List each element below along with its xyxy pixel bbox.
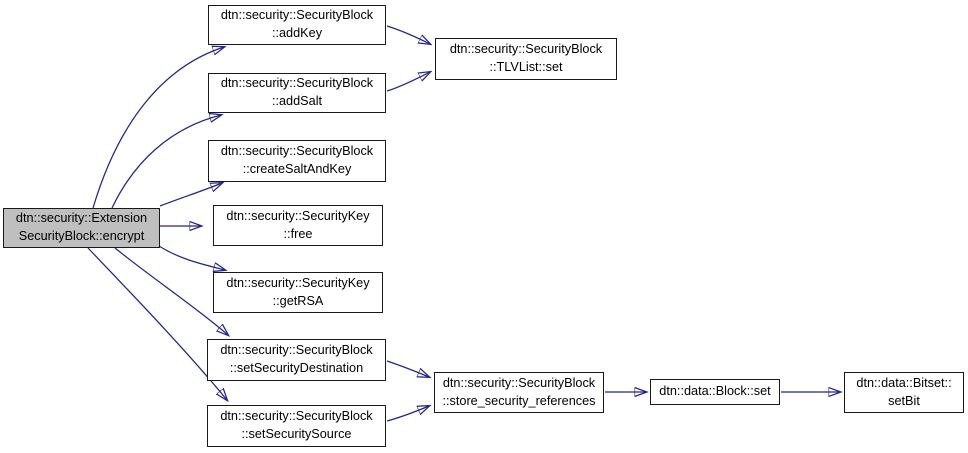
- node-extensionsecurityblock-encrypt: dtn::security::Extension SecurityBlock::…: [3, 208, 160, 248]
- edge-encrypt-addsalt: [111, 115, 221, 209]
- node-securityblock-store-security-references[interactable]: dtn::security::SecurityBlock ::store_sec…: [434, 372, 604, 413]
- edge-encrypt-createsaltandkey: [159, 183, 222, 207]
- edge-encrypt-setsecuritydestination: [114, 247, 228, 335]
- node-securityblock-setsecuritysource[interactable]: dtn::security::SecurityBlock ::setSecuri…: [207, 405, 386, 447]
- edge-setsecuritysource-store: [386, 406, 429, 422]
- node-securitykey-getrsa[interactable]: dtn::security::SecurityKey ::getRSA: [213, 272, 383, 313]
- node-securityblock-createsaltandkey[interactable]: dtn::security::SecurityBlock ::createSal…: [208, 140, 386, 182]
- edge-addsalt-tlvlistset: [386, 72, 430, 92]
- edge-addkey-tlvlistset: [386, 25, 430, 44]
- node-securitykey-free[interactable]: dtn::security::SecurityKey ::free: [213, 205, 383, 246]
- node-securityblock-addkey[interactable]: dtn::security::SecurityBlock ::addKey: [208, 5, 386, 45]
- node-securityblock-tlvlist-set[interactable]: dtn::security::SecurityBlock ::TLVList::…: [435, 38, 617, 80]
- edge-encrypt-addkey: [92, 47, 224, 209]
- node-data-bitset-setbit[interactable]: dtn::data::Bitset:: setBit: [844, 372, 964, 413]
- node-securityblock-addsalt[interactable]: dtn::security::SecurityBlock ::addSalt: [208, 73, 386, 113]
- edge-encrypt-setsecuritysource: [87, 247, 227, 400]
- node-data-block-set[interactable]: dtn::data::Block::set: [650, 379, 780, 405]
- edge-encrypt-getrsa: [158, 245, 225, 270]
- edge-setsecuritydestination-store: [386, 360, 429, 377]
- node-securityblock-setsecuritydestination[interactable]: dtn::security::SecurityBlock ::setSecuri…: [207, 339, 386, 381]
